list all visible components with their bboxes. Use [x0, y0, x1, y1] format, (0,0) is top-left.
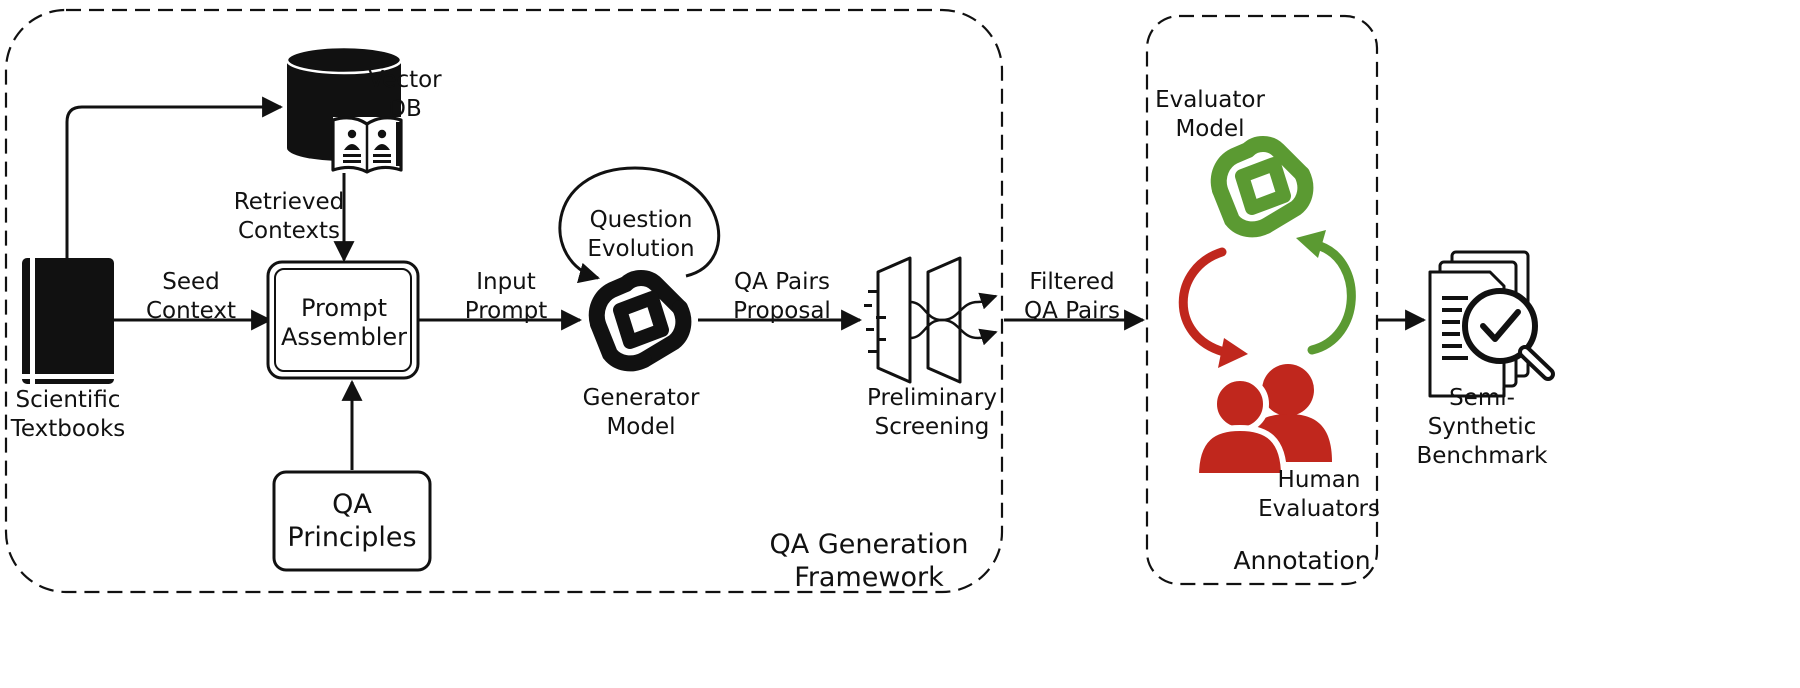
evaluator-model-icon	[1219, 144, 1306, 229]
generator-model-icon	[597, 278, 684, 363]
annotation-group-label: Annotation	[1233, 546, 1371, 575]
arrow-human-to-evaluator	[1307, 241, 1356, 355]
prompt-assembler-box	[266, 260, 420, 380]
human-evaluators-icon	[1196, 364, 1332, 476]
arrow-question-evolution-loop	[558, 166, 721, 284]
textbook-icon	[22, 258, 114, 384]
annotation-group	[1145, 14, 1379, 586]
magnifier-check-icon	[1462, 288, 1555, 381]
qa-principles-box	[272, 470, 432, 572]
qa-framework-group	[4, 8, 1004, 594]
arrow-textbooks-to-vector-db	[65, 96, 284, 258]
arrow-evaluator-to-human	[1178, 247, 1229, 357]
filter-icon	[864, 256, 998, 384]
open-book-icon	[331, 116, 403, 174]
